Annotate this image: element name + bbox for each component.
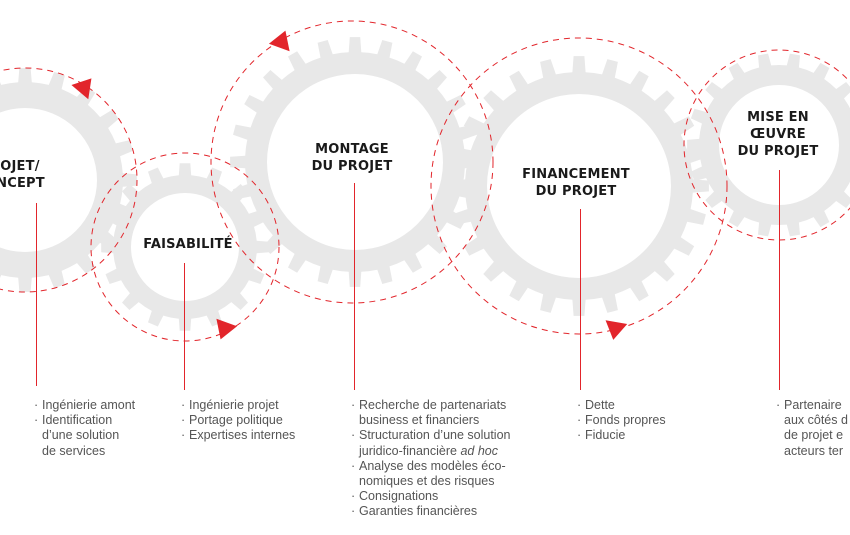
orbit-concept xyxy=(0,67,138,293)
direction-arrow-icon xyxy=(216,318,238,340)
direction-arrow-icon xyxy=(268,30,290,52)
detail-item: Dette xyxy=(577,398,666,413)
detail-item: Recherche de partenariats xyxy=(351,398,510,413)
detail-item: Expertises internes xyxy=(181,428,295,443)
detail-item: Ingénierie amont xyxy=(34,398,135,413)
stage-details-financing: Dette Fonds propres Fiducie xyxy=(577,398,666,444)
detail-item: acteurs ter xyxy=(784,443,844,458)
detail-item-text: juridico-financière xyxy=(359,443,457,458)
orbit-feasibility xyxy=(90,152,280,342)
detail-item: Fiducie xyxy=(577,428,666,443)
stage-title-financing: FINANCEMENT DU PROJET xyxy=(522,167,630,199)
detail-item: d’une solution xyxy=(42,428,120,443)
detail-item: Ingénierie projet xyxy=(181,398,295,413)
stage-title-concept: PROJET/ CONCEPT xyxy=(0,159,45,191)
stage-title-implementation: MISE EN ŒUVRE DU PROJET xyxy=(737,110,819,159)
detail-item: Consignations xyxy=(351,489,510,504)
gear-assembly xyxy=(230,37,480,287)
stage-details-concept: Ingénierie amont Identification d’une so… xyxy=(34,398,135,459)
connector-line-financing xyxy=(580,209,581,390)
detail-item: Structuration d’une solution xyxy=(351,428,510,443)
stage-details-implementation: Partenaire aux côtés d de projet e acteu… xyxy=(776,398,848,459)
detail-item: Partenaire xyxy=(776,398,848,413)
detail-item: Portage politique xyxy=(181,413,295,428)
stage-title-feasibility: FAISABILITÉ xyxy=(143,237,233,252)
gear-feasibility xyxy=(101,163,269,331)
detail-item: business et financiers xyxy=(359,413,480,428)
detail-item: Identification xyxy=(34,413,135,428)
detail-item: de projet e xyxy=(784,428,844,443)
detail-item: aux côtés d xyxy=(784,413,848,428)
orbit-assembly xyxy=(210,20,494,304)
stage-title-assembly: MONTAGE DU PROJET xyxy=(311,142,393,174)
gear-implementation xyxy=(687,53,850,237)
connector-line-assembly xyxy=(354,183,355,390)
direction-arrow-icon xyxy=(605,320,628,340)
connector-line-implementation xyxy=(779,170,780,390)
detail-item-italic: ad hoc xyxy=(460,443,498,458)
connector-line-concept xyxy=(36,203,37,386)
gear-concept xyxy=(0,68,137,292)
detail-item: nomiques et des risques xyxy=(359,474,495,489)
detail-item: Garanties financières xyxy=(351,504,510,519)
stage-details-assembly: Recherche de partenariats business et fi… xyxy=(351,398,510,520)
detail-item: Analyse des modèles éco- xyxy=(351,459,510,474)
direction-arrow-icon xyxy=(71,78,92,100)
detail-item: de services xyxy=(42,443,106,458)
connector-line-feasibility xyxy=(184,263,185,390)
detail-item: Fonds propres xyxy=(577,413,666,428)
orbit-financing xyxy=(430,37,728,335)
detail-item: juridico-financière ad hoc xyxy=(351,444,510,459)
stage-details-feasibility: Ingénierie projet Portage politique Expe… xyxy=(181,398,295,444)
